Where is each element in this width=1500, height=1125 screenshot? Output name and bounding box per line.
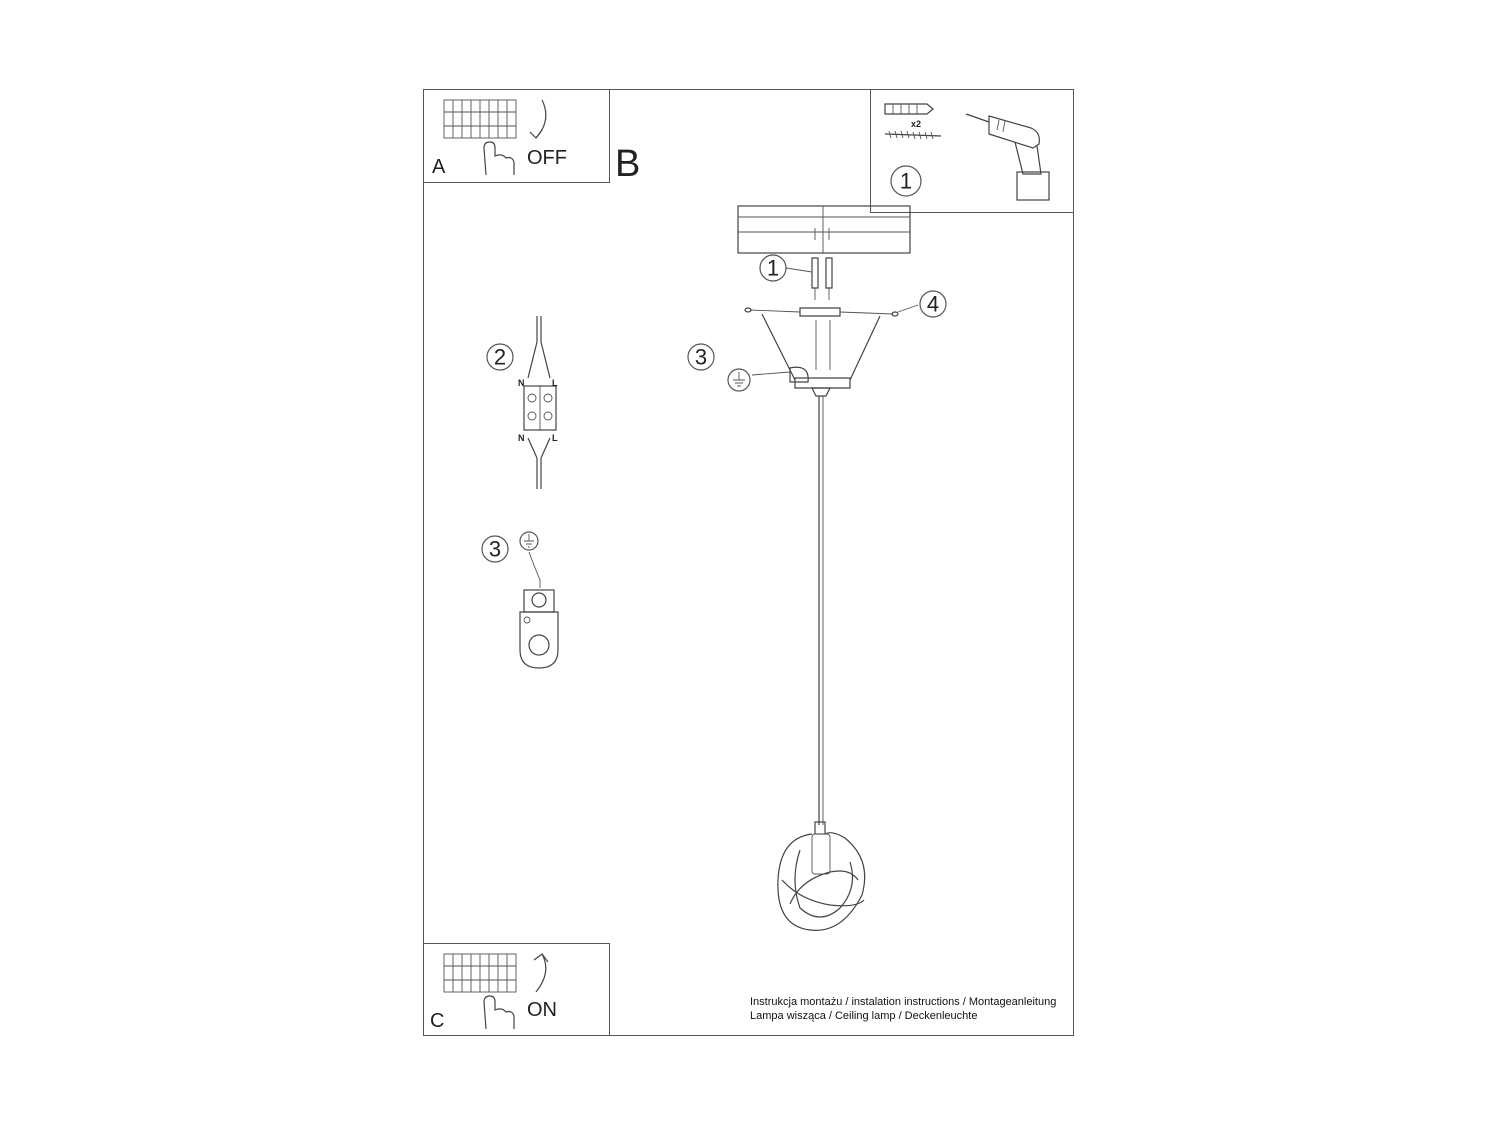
- tools-illustration: x2 1: [884, 103, 1050, 201]
- tools-panel: x2 1: [870, 89, 1074, 213]
- callout-3-number: 3: [695, 345, 707, 370]
- step-c-panel: C ON: [423, 943, 610, 1036]
- footer-line-2: Lampa wisząca / Ceiling lamp / Deckenleu…: [750, 1010, 978, 1022]
- wall-plugs: [811, 257, 833, 300]
- step-a-panel: A OFF: [423, 89, 610, 183]
- footer-line-1: Instrukcja montażu / instalation instruc…: [750, 996, 1057, 1008]
- callout-1-number: 1: [767, 256, 779, 281]
- callout-2-number: 2: [494, 345, 506, 370]
- step-a-off-label: OFF: [527, 147, 567, 169]
- footer-text: Instrukcja montażu / instalation instruc…: [750, 995, 1056, 1023]
- lamp-shade: [777, 821, 866, 931]
- mounting-bracket: [744, 307, 899, 317]
- breaker-hand-on-illustration: [443, 953, 549, 1030]
- callout-4-circle: [919, 290, 947, 318]
- callout-3b-circle: [481, 535, 509, 563]
- step-a-letter: A: [432, 156, 446, 178]
- drill-icon: [965, 113, 1050, 201]
- instruction-sheet: [423, 89, 1074, 1036]
- breaker-hand-off-illustration: [443, 99, 547, 176]
- step-b-letter: B: [615, 143, 641, 185]
- callout-1-circle: [759, 254, 787, 282]
- terminal-n-bottom: N: [518, 433, 525, 443]
- tools-callout-circle: [890, 165, 922, 197]
- callout-3b-number: 3: [489, 537, 501, 562]
- callout-2-circle: [486, 343, 514, 371]
- wall-plug-icon: [884, 103, 934, 115]
- step-c-letter: C: [430, 1010, 445, 1032]
- ceiling-canopy: [761, 313, 881, 397]
- multiplier-label: x2: [911, 119, 921, 129]
- screw-icon: [884, 130, 942, 140]
- terminal-n-top: N: [518, 378, 525, 388]
- callout-4-number: 4: [927, 292, 939, 317]
- step-c-on-label: ON: [527, 999, 557, 1021]
- ceiling-block: [737, 205, 911, 254]
- terminal-l-bottom: L: [552, 433, 558, 443]
- terminal-l-top: L: [552, 378, 558, 388]
- tools-callout-number: 1: [900, 169, 912, 194]
- ground-connector: [519, 531, 559, 669]
- ground-symbol-icon: [733, 372, 745, 387]
- terminal-block: N L N L: [518, 316, 558, 489]
- callout-3-circle: [687, 343, 715, 371]
